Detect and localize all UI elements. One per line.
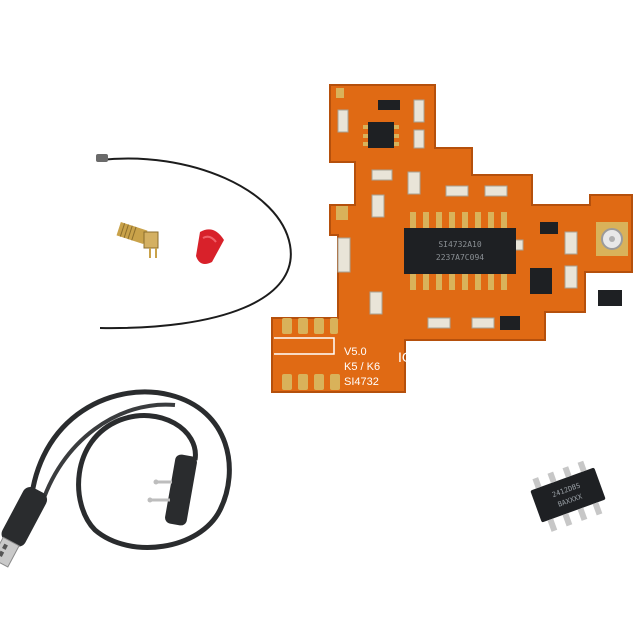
main-ic-icon [404,228,516,274]
small-ic-icon [368,122,394,148]
usb-programming-cable [0,389,232,568]
edge-pads [282,88,348,390]
sma-connector [116,222,159,258]
ufl-socket-icon [596,222,628,256]
pcb-chip-label: SI4732 [344,376,379,388]
pcb-brand-label: IOTCU [398,349,442,365]
soic8-chip: 2412DBS BAXXXX [530,460,606,532]
pcb-models-label: K5 / K6 [344,361,380,373]
main-ic-marking-2: 2237A7C094 [436,253,484,262]
red-dust-cap [196,229,224,264]
kenwood-2pin-plug-icon [147,454,197,526]
usb-plug-icon [0,487,48,568]
ufl-connector-icon [96,154,108,162]
radio-mod-pcb: SI4732A10 2237A7C094 V5.0 K5 / K6 SI4732… [271,84,633,393]
main-ic-pins [410,212,507,290]
antenna-pigtail-wire [96,154,292,330]
main-ic-marking-1: SI4732A10 [438,240,482,249]
pcb-version-label: V5.0 [344,346,367,358]
